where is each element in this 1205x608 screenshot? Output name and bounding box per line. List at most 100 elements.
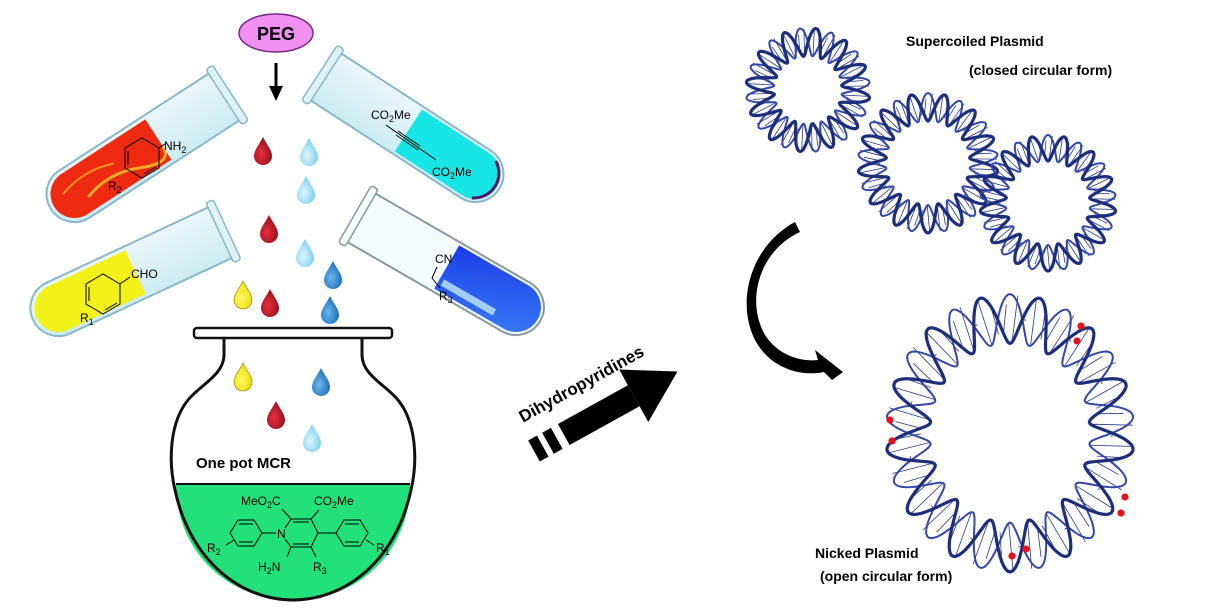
flask-rim bbox=[192, 326, 394, 340]
tube-nitrile-liquid bbox=[434, 245, 541, 332]
base-pair bbox=[1046, 513, 1071, 554]
peg-ellipse bbox=[238, 13, 314, 53]
flask-label: One pot MCR bbox=[196, 455, 291, 472]
tube-alkyne bbox=[301, 45, 505, 203]
nick-site-dot bbox=[1121, 493, 1129, 501]
base-pair bbox=[895, 421, 922, 429]
aldehyde-structure: CHO R1 bbox=[80, 267, 158, 327]
curved-arrow bbox=[746, 222, 843, 380]
base-pair bbox=[910, 483, 943, 515]
product-amino: H2N bbox=[258, 560, 280, 576]
base-pair bbox=[880, 111, 901, 131]
dna-strand bbox=[856, 93, 1000, 235]
dna-ring-nicked bbox=[885, 293, 1135, 574]
amine-r2-label: R2 bbox=[108, 179, 122, 195]
flask-outline bbox=[169, 338, 417, 602]
nick-site-dot bbox=[1022, 545, 1030, 553]
base-pair bbox=[1075, 485, 1114, 509]
supercoiled-title: Supercoiled Plasmid bbox=[906, 33, 1044, 49]
base-pair bbox=[913, 363, 934, 383]
dna-ring bbox=[978, 133, 1118, 273]
base-pair bbox=[834, 111, 858, 127]
drop-yellow bbox=[233, 362, 253, 392]
base-pair bbox=[1045, 316, 1061, 342]
drop-red bbox=[267, 401, 285, 429]
product-ester-right: CO2Me bbox=[314, 494, 354, 510]
curved-arrow-icon bbox=[746, 222, 843, 380]
base-pair bbox=[1037, 527, 1042, 557]
product-ester-left: MeO2C bbox=[241, 494, 281, 510]
nitrile-cn-label: CN bbox=[435, 252, 452, 266]
round-bottom-flask: One pot MCR bbox=[169, 326, 417, 602]
base-pair bbox=[1087, 177, 1111, 189]
alkyne-top-label: CO2Me bbox=[371, 108, 411, 124]
base-pair bbox=[981, 207, 1006, 214]
tube-amine bbox=[45, 65, 249, 223]
drop-light-blue bbox=[300, 138, 318, 166]
drop-red bbox=[261, 289, 279, 317]
base-pair bbox=[888, 442, 930, 454]
drop-blue bbox=[312, 368, 330, 396]
aldehyde-cho-label: CHO bbox=[131, 267, 158, 281]
nick-site-dot bbox=[1073, 337, 1081, 345]
nicked-plasmid: Nicked Plasmid (open circular form) bbox=[815, 293, 1135, 584]
base-pair bbox=[984, 180, 1009, 188]
nicked-subtitle: (open circular form) bbox=[820, 568, 952, 584]
base-pair bbox=[1079, 356, 1103, 371]
nick-site-dot bbox=[1117, 509, 1125, 517]
aldehyde-r1-label: R1 bbox=[80, 311, 94, 327]
base-pair bbox=[896, 200, 908, 226]
base-pair bbox=[938, 95, 944, 122]
base-pair bbox=[936, 512, 957, 533]
tube-amine-liquid bbox=[50, 119, 172, 218]
dna-strand bbox=[885, 293, 1135, 569]
base-pair bbox=[782, 33, 796, 58]
drop-blue bbox=[321, 296, 339, 324]
drop-light-blue bbox=[296, 239, 314, 267]
arrow-shaft bbox=[557, 385, 640, 446]
base-pair bbox=[1003, 304, 1007, 334]
nick-site-dot bbox=[1008, 552, 1016, 560]
down-arrow-head-icon bbox=[269, 86, 283, 101]
base-pair bbox=[1046, 245, 1050, 271]
base-pair bbox=[859, 167, 886, 174]
base-pair bbox=[1073, 502, 1090, 527]
base-pair bbox=[1086, 380, 1124, 403]
base-pair bbox=[1095, 461, 1119, 476]
base-pair bbox=[1001, 153, 1021, 171]
supercoiled-plasmid: Supercoiled Plasmid (closed circular for… bbox=[744, 26, 1118, 273]
base-pair bbox=[840, 64, 865, 78]
base-pair bbox=[993, 226, 1013, 243]
base-pair bbox=[1097, 412, 1124, 415]
base-pair bbox=[871, 186, 893, 205]
dna-ring bbox=[744, 26, 872, 154]
amine-structure: NH2 R2 bbox=[108, 137, 186, 195]
base-pair bbox=[1066, 240, 1082, 263]
product-r2: R2 bbox=[207, 541, 221, 557]
base-pair bbox=[985, 531, 996, 560]
base-pair bbox=[1029, 137, 1039, 162]
base-pair bbox=[1008, 523, 1014, 571]
arrow-head-icon bbox=[619, 369, 678, 422]
nick-site-dot bbox=[888, 437, 896, 445]
base-pair bbox=[1090, 445, 1133, 447]
tube-alkyne-liquid bbox=[394, 109, 501, 199]
base-pair bbox=[893, 386, 935, 400]
base-pair bbox=[1076, 151, 1092, 172]
tube-nitrile bbox=[338, 185, 545, 336]
base-pair bbox=[812, 28, 815, 56]
nick-site-dot bbox=[1077, 322, 1085, 330]
base-pair bbox=[952, 320, 964, 349]
base-pair bbox=[1058, 137, 1063, 162]
base-pair bbox=[909, 95, 919, 122]
arrow-tail-dash bbox=[542, 427, 563, 454]
base-pair bbox=[956, 109, 974, 132]
drop-light-blue bbox=[303, 424, 321, 452]
base-pair bbox=[977, 300, 993, 345]
dna-ring bbox=[856, 91, 1000, 235]
nicked-title: Nicked Plasmid bbox=[815, 545, 919, 561]
product-ring-n: N bbox=[277, 527, 286, 541]
base-pair bbox=[946, 200, 963, 224]
alkyne-structure: CO2Me CO2Me bbox=[371, 108, 472, 181]
